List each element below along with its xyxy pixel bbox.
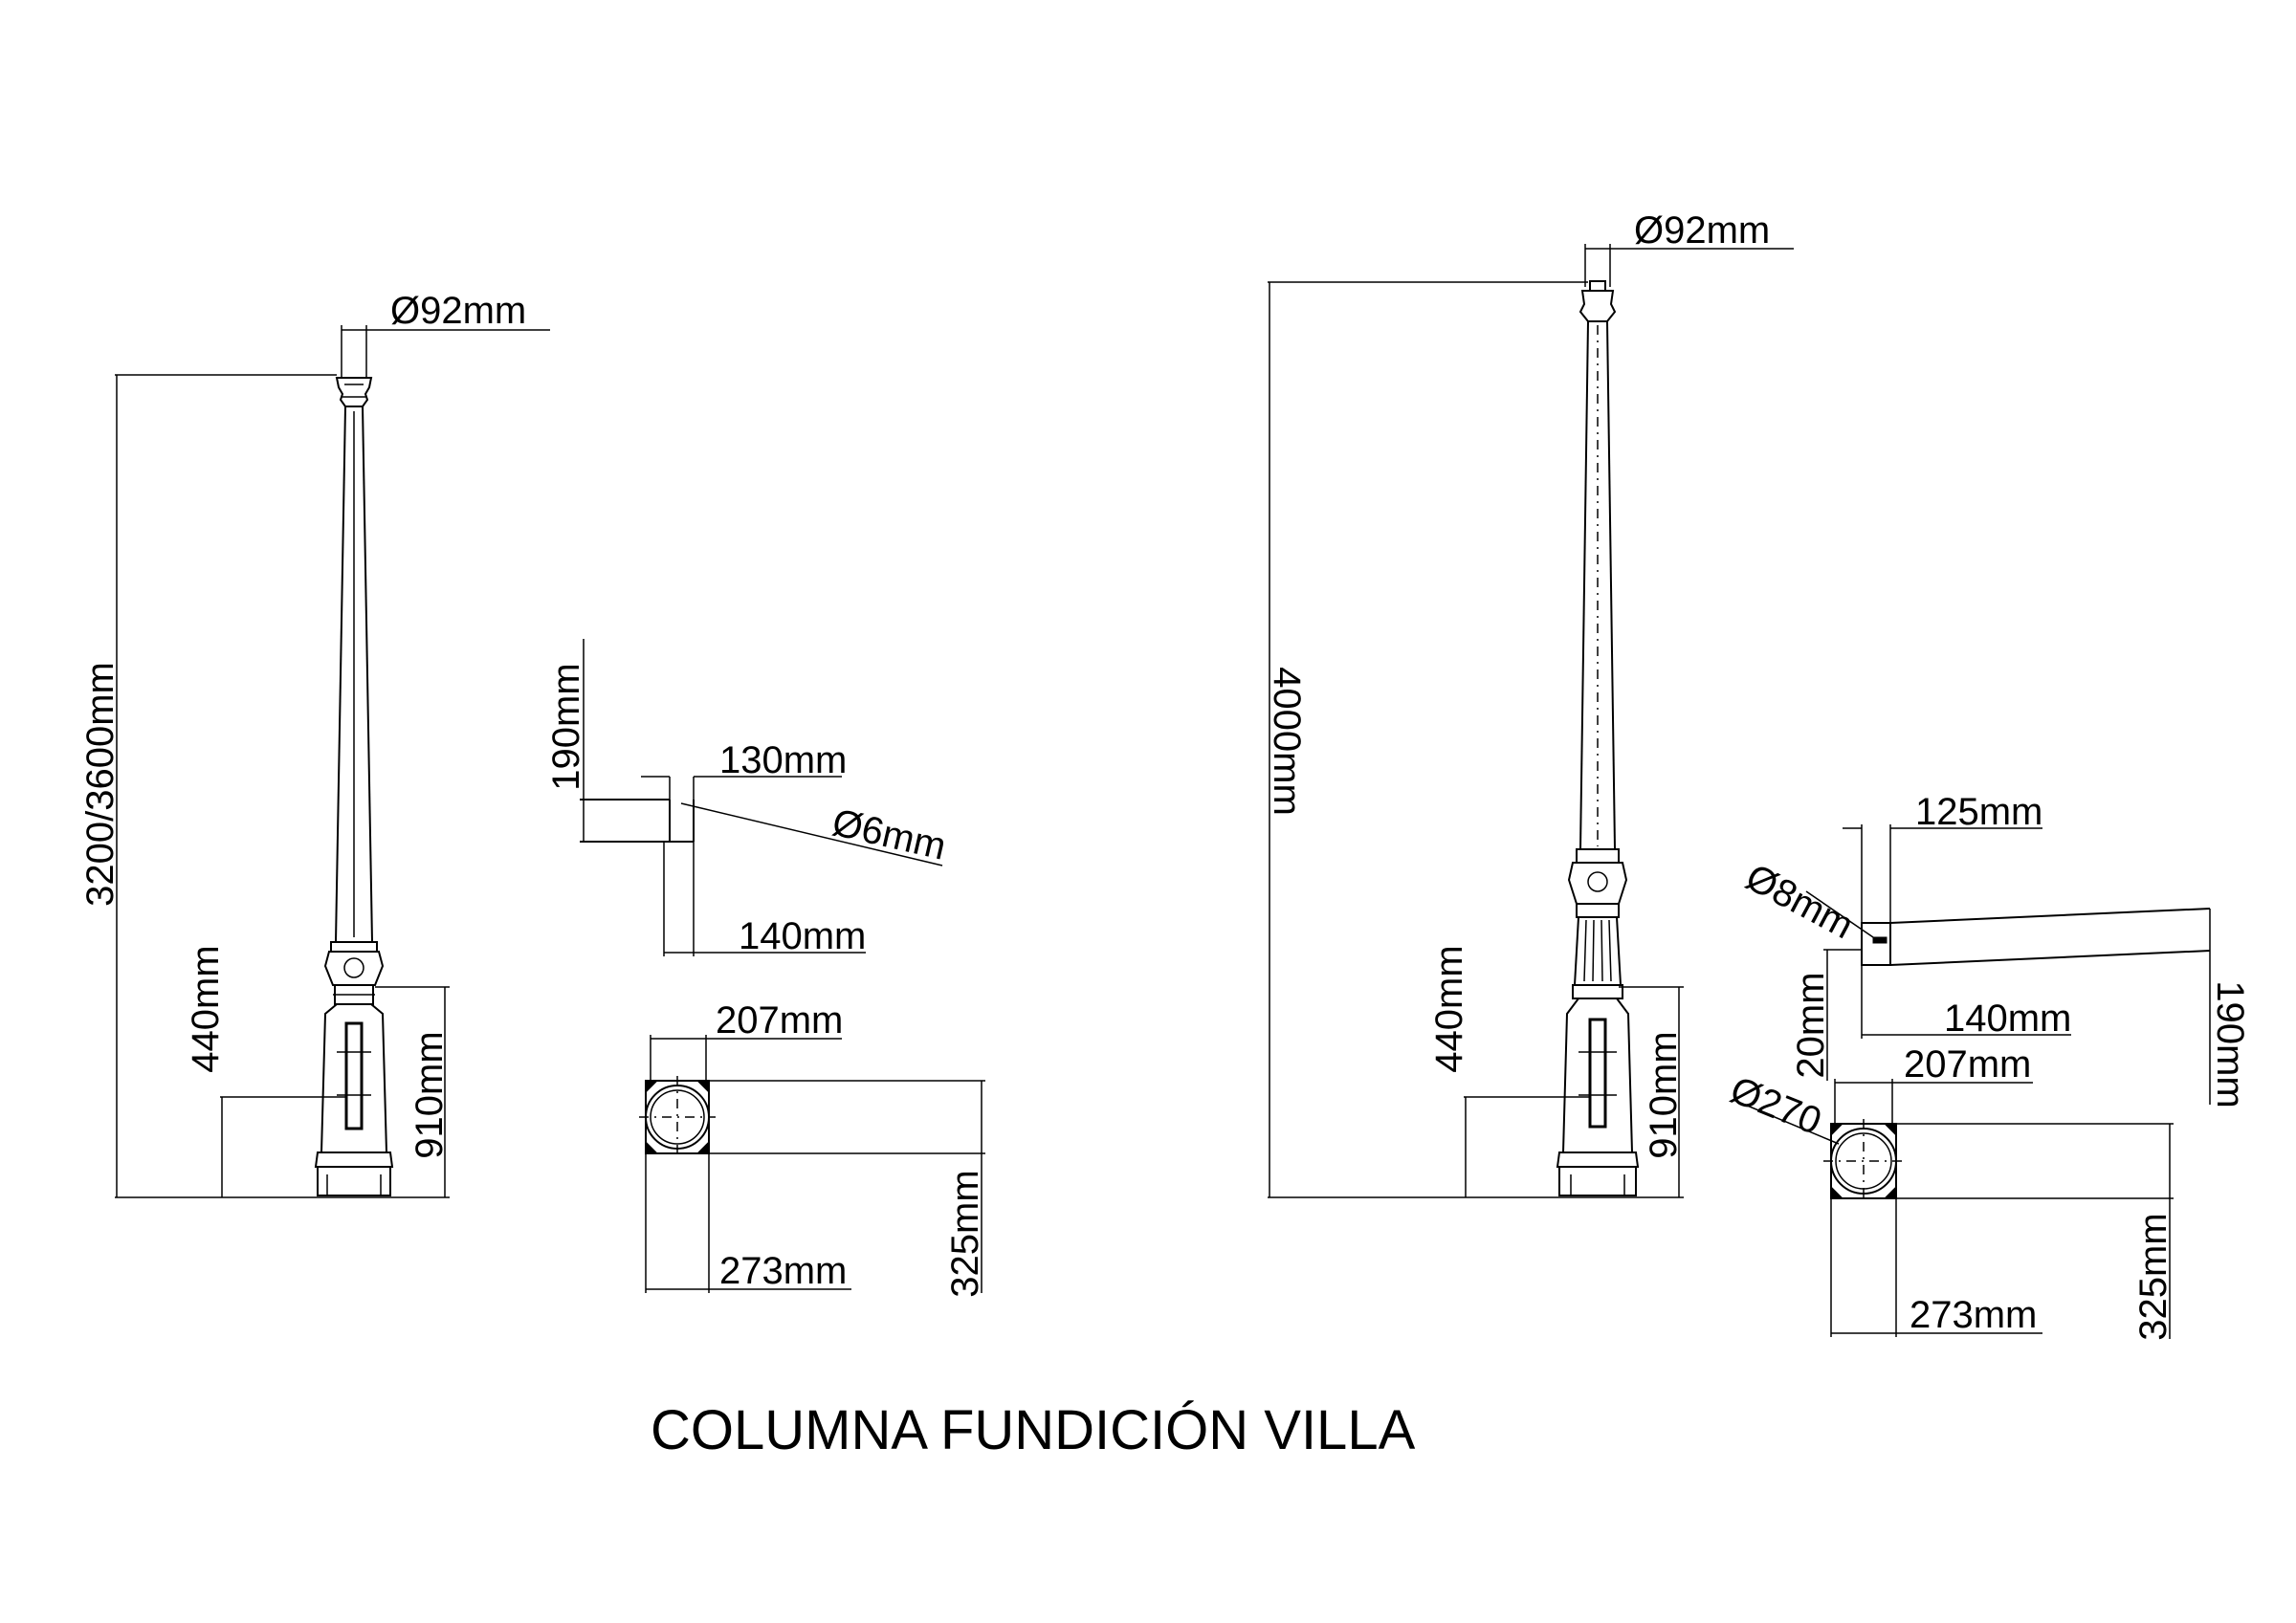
right-910-label: 910mm: [1643, 1031, 1685, 1158]
left-bolt-bottom-length-label: 140mm: [739, 915, 866, 957]
right-total-height-label: 4000mm: [1266, 667, 1308, 816]
left-plate-top-width-label: 207mm: [716, 999, 843, 1042]
left-column: Ø92mm 3200/3600mm 440mm: [79, 290, 550, 1198]
left-440-label: 440mm: [185, 945, 227, 1072]
right-column: Ø92mm 4000mm: [1266, 209, 1794, 1198]
right-plate-diameter-label: Ø270: [1725, 1069, 1827, 1143]
left-plate-side-height-label: 325mm: [944, 1170, 986, 1297]
right-base-plate: Ø270 207mm 273mm 325mm: [1725, 1043, 2175, 1341]
right-bolt-diameter-label: Ø8mm: [1739, 856, 1861, 947]
left-bolt-top-length-label: 130mm: [719, 739, 847, 781]
left-plate-bottom-width-label: 273mm: [719, 1250, 847, 1292]
right-bolt-top-length-label: 125mm: [1915, 791, 2042, 833]
left-910-label: 910mm: [408, 1031, 451, 1158]
right-bolt-bottom-length-label: 140mm: [1944, 998, 2071, 1040]
right-plate-bottom-width-label: 273mm: [1910, 1294, 2037, 1336]
left-bolt-diameter-label: Ø6mm: [828, 801, 950, 868]
left-bolt-height-label: 190mm: [545, 663, 587, 790]
right-plate-top-width-label: 207mm: [1904, 1043, 2031, 1086]
right-top-diameter-label: Ø92mm: [1634, 209, 1770, 252]
right-440-label: 440mm: [1428, 945, 1470, 1072]
right-bolt-small-height-label: 20mm: [1790, 972, 1832, 1078]
left-base-plate: 207mm 273mm 325mm: [639, 999, 986, 1298]
right-bolt-side-height-label: 190mm: [2209, 980, 2251, 1108]
left-top-diameter-label: Ø92mm: [390, 290, 526, 332]
right-plate-side-height-label: 325mm: [2132, 1213, 2175, 1340]
left-total-height-label: 3200/3600mm: [79, 662, 121, 907]
left-anchor-bolt: 190mm 130mm Ø6mm 140mm: [545, 639, 950, 957]
drawing-title: COLUMNA FUNDICIÓN VILLA: [651, 1399, 1416, 1461]
